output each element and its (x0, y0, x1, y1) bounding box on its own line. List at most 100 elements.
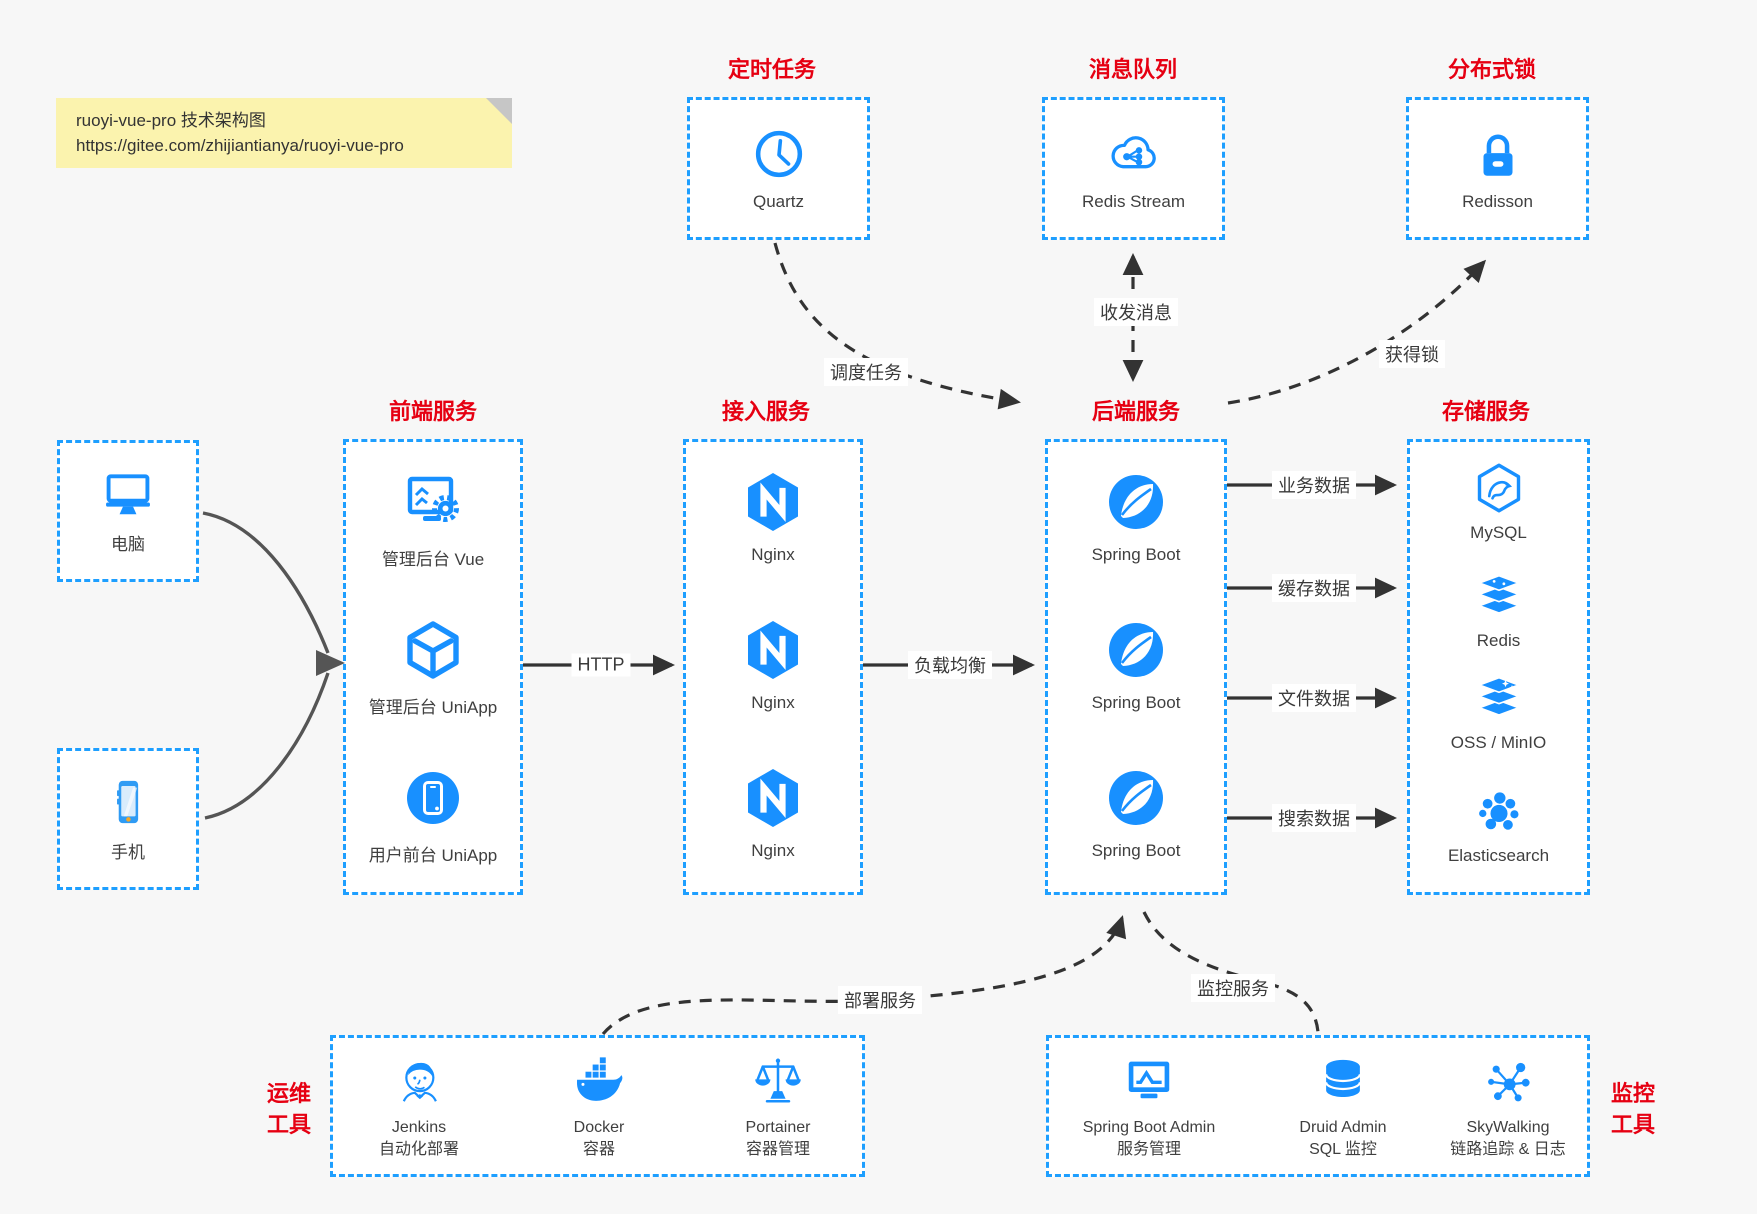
edge-label-business-data: 业务数据 (1272, 471, 1356, 499)
nginx-icon (741, 618, 805, 682)
connector-phone-frontend (204, 672, 330, 820)
group-title-gateway: 接入服务 (721, 399, 811, 424)
edge-label-monitor-service: 监控服务 (1191, 974, 1275, 1002)
database-icon (1316, 1054, 1370, 1108)
group-box-computer: 电脑 (57, 440, 199, 582)
node-label: Jenkins (391, 1119, 447, 1136)
node-label: Spring Boot (1091, 841, 1181, 860)
node-skywalking: SkyWalking 链路追踪 & 日志 (1418, 1054, 1598, 1161)
connector-computer-frontend (202, 511, 330, 654)
ops-title-line2: 工具 (266, 1112, 311, 1137)
node-label: 管理后台 UniApp (368, 698, 498, 717)
node-oss-minio: OSS / MinIO (1410, 672, 1587, 753)
node-jenkins: Jenkins 自动化部署 (329, 1054, 509, 1161)
group-title-monitoring: 监控 工具 (1602, 1078, 1664, 1140)
node-quartz: Quartz (690, 100, 867, 237)
node-label: Spring Boot Admin (1082, 1119, 1216, 1136)
node-label: 电脑 (111, 535, 145, 554)
portainer-icon (751, 1054, 805, 1108)
node-label: Elasticsearch (1447, 846, 1550, 865)
group-box-mq: Redis Stream (1042, 97, 1225, 240)
node-mysql: MySQL (1410, 462, 1587, 543)
group-title-storage: 存储服务 (1441, 399, 1531, 424)
node-label: Spring Boot (1091, 545, 1181, 564)
edge-label-http: HTTP (571, 653, 631, 677)
group-box-phone: 手机 (57, 748, 199, 890)
monitoring-title-line2: 工具 (1610, 1112, 1655, 1137)
node-label: Nginx (751, 693, 795, 712)
nginx-icon (741, 470, 805, 534)
group-title-lock: 分布式锁 (1447, 57, 1537, 82)
sticky-note: ruoyi-vue-pro 技术架构图 https://gitee.com/zh… (56, 98, 512, 168)
node-spring-boot-1: Spring Boot (1048, 470, 1224, 565)
node-label: Spring Boot (1091, 693, 1181, 712)
group-box-monitoring: Spring Boot Admin 服务管理 Druid Admin SQL 监… (1046, 1035, 1590, 1177)
node-label: 用户前台 UniApp (368, 846, 498, 865)
node-admin-vue: 管理后台 Vue (346, 470, 520, 570)
desktop-icon (101, 467, 155, 521)
nginx-icon (741, 766, 805, 830)
edge-label-deploy-service: 部署服务 (838, 986, 922, 1014)
group-box-ops: Jenkins 自动化部署 Docker 容器 Portainer 容器管理 (330, 1035, 865, 1177)
note-fold-corner (486, 98, 512, 124)
redis-icon (1473, 570, 1525, 622)
cloud-stream-icon (1105, 125, 1163, 183)
node-redis: Redis (1410, 570, 1587, 651)
group-box-frontend: 管理后台 Vue 管理后台 UniApp 用户前台 UniApp (343, 439, 523, 895)
node-label: Nginx (751, 841, 795, 860)
node-label: Quartz (752, 192, 805, 211)
spring-boot-icon (1104, 618, 1168, 682)
node-sublabel: 服务管理 (1116, 1141, 1181, 1158)
edge-label-file-data: 文件数据 (1272, 684, 1356, 712)
node-nginx-1: Nginx (686, 470, 860, 565)
connector-deploy-service (601, 915, 1127, 1036)
group-title-backend: 后端服务 (1091, 399, 1181, 424)
monitor-chart-icon (1122, 1054, 1176, 1108)
node-spring-boot-2: Spring Boot (1048, 618, 1224, 713)
group-title-frontend: 前端服务 (388, 399, 478, 424)
node-spring-boot-3: Spring Boot (1048, 766, 1224, 861)
node-label: Nginx (751, 545, 795, 564)
node-computer: 电脑 (60, 443, 196, 579)
node-label: SkyWalking (1466, 1119, 1550, 1136)
node-admin-uniapp: 管理后台 UniApp (346, 618, 520, 718)
monitoring-title-line1: 监控 (1610, 1081, 1655, 1106)
clock-icon (750, 125, 808, 183)
edge-label-load-balance: 负载均衡 (908, 651, 992, 679)
group-title-mq: 消息队列 (1088, 57, 1178, 82)
node-druid-admin: Druid Admin SQL 监控 (1253, 1054, 1433, 1161)
node-label: OSS / MinIO (1450, 733, 1547, 752)
docker-icon (572, 1054, 626, 1108)
connector-monitor-service (1142, 911, 1320, 1033)
group-box-storage: MySQL Redis OSS / MinIO Elasticsearch (1407, 439, 1590, 895)
node-label: Redisson (1462, 192, 1533, 211)
admin-monitor-gear-icon (401, 470, 465, 534)
spring-boot-icon (1104, 470, 1168, 534)
jenkins-icon (392, 1054, 446, 1108)
smartphone-icon (101, 775, 155, 829)
node-elasticsearch: Elasticsearch (1410, 785, 1587, 866)
node-label: MySQL (1470, 523, 1527, 542)
node-nginx-3: Nginx (686, 766, 860, 861)
node-redisson: Redisson (1409, 100, 1586, 237)
node-docker: Docker 容器 (509, 1054, 689, 1161)
ops-title-line1: 运维 (266, 1081, 311, 1106)
topology-icon (1481, 1054, 1535, 1108)
oss-minio-icon (1473, 672, 1525, 724)
phone-circle-icon (401, 766, 465, 830)
node-portainer: Portainer 容器管理 (688, 1054, 868, 1161)
padlock-icon (1469, 125, 1527, 183)
group-title-ops: 运维 工具 (258, 1078, 320, 1140)
edge-label-search-data: 搜索数据 (1272, 804, 1356, 832)
node-label: Redis Stream (1082, 192, 1185, 211)
group-box-backend: Spring Boot Spring Boot Spring Boot (1045, 439, 1227, 895)
node-sublabel: SQL 监控 (1309, 1141, 1377, 1158)
node-redis-stream: Redis Stream (1045, 100, 1222, 237)
node-label: Portainer (745, 1119, 811, 1136)
node-sublabel: 容器 (582, 1141, 615, 1158)
edge-label-send-receive-msg: 收发消息 (1094, 298, 1178, 326)
node-nginx-2: Nginx (686, 618, 860, 713)
node-user-uniapp: 用户前台 UniApp (346, 766, 520, 866)
cube-icon (401, 618, 465, 682)
